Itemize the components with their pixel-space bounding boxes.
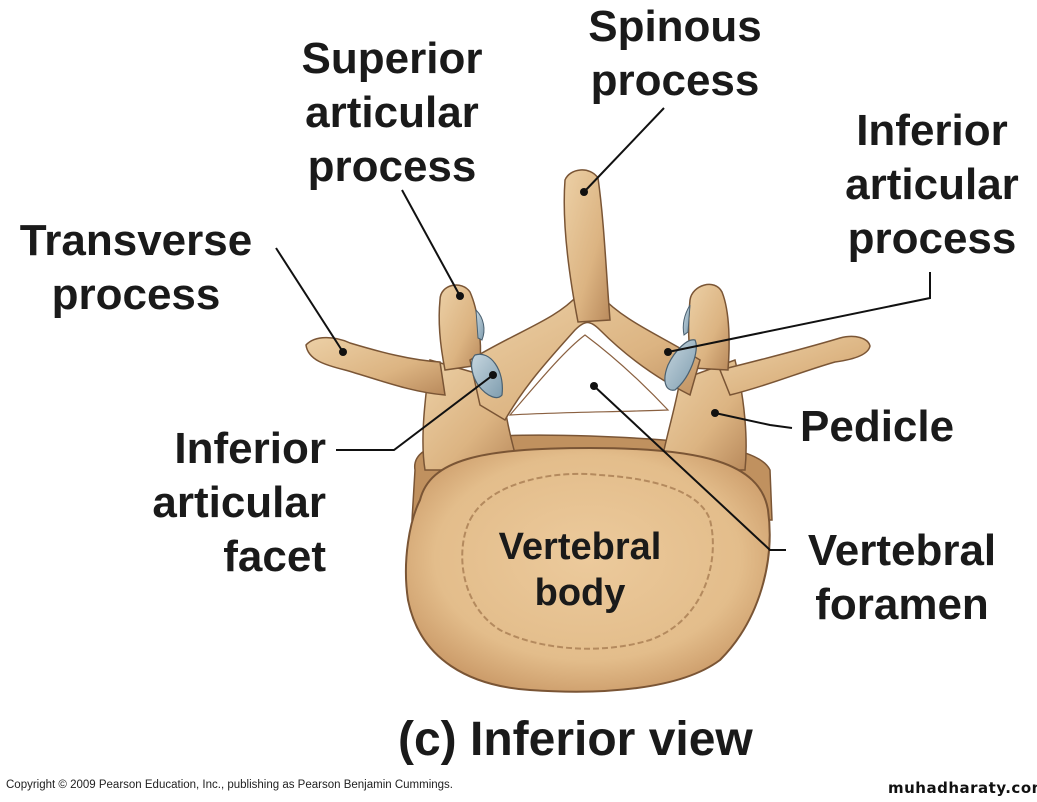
label-line: process (847, 214, 1017, 263)
figure-caption: (c) Inferior view (398, 713, 753, 766)
leader-vertebral-foramen (593, 385, 786, 551)
dot-inferior-articular-process (664, 348, 672, 356)
label-line: articular (305, 88, 479, 137)
right-superior-facet-sliver (682, 304, 691, 336)
leader-superior-articular (401, 189, 461, 297)
label-line: process (51, 270, 221, 319)
label-line: process (307, 142, 477, 191)
dot-transverse (339, 348, 347, 356)
leader-transverse (275, 247, 344, 353)
label-line: Vertebral (498, 526, 662, 568)
leader-lines (275, 107, 931, 551)
leader-pedicle (714, 412, 793, 429)
right-transverse-process-shape (718, 335, 871, 396)
left-transverse-process-shape (305, 336, 446, 396)
label-line: Superior (301, 34, 483, 83)
site-watermark: muhadharaty.com (888, 779, 1037, 797)
dot-vertebral-foramen (590, 382, 598, 390)
label-line: body (534, 572, 626, 614)
label-line: Spinous (588, 2, 762, 51)
label-line: Vertebral (807, 526, 997, 575)
label-line: process (590, 56, 760, 105)
label-line: foramen (815, 580, 989, 629)
copyright-notice: Copyright © 2009 Pearson Education, Inc.… (6, 779, 453, 791)
label-inferior-articular-facet: Inferior articular facet (100, 422, 326, 584)
label-vertebral-body: Vertebral body (480, 524, 680, 616)
dot-pedicle (711, 409, 719, 417)
label-line: Pedicle (800, 402, 955, 451)
vertebral-foramen-opening (508, 334, 670, 416)
label-spinous-process: Spinous process (570, 0, 780, 108)
leader-spinous (583, 107, 665, 193)
label-line: Transverse (19, 216, 253, 265)
leader-dots (339, 188, 719, 417)
dot-inferior-articular-facet (489, 371, 497, 379)
label-transverse-process: Transverse process (0, 214, 272, 322)
label-superior-articular-process: Superior articular process (282, 32, 502, 194)
dot-spinous (580, 188, 588, 196)
right-inferior-articular-facet (664, 339, 697, 391)
label-inferior-articular-process: Inferior articular process (826, 104, 1037, 266)
label-line: Inferior (174, 424, 326, 473)
spinous-process-shape (563, 169, 611, 323)
left-superior-facet-sliver (475, 308, 485, 341)
label-vertebral-foramen: Vertebral foramen (790, 524, 1014, 632)
label-line: articular (152, 478, 326, 527)
label-line: Inferior (856, 106, 1008, 155)
label-pedicle: Pedicle (800, 400, 954, 454)
leader-inferior-articular-facet (336, 374, 494, 451)
vertebral-body-shape (404, 446, 771, 693)
label-line: facet (223, 532, 326, 581)
left-inferior-articular-facet (471, 353, 503, 399)
dot-superior-articular (456, 292, 464, 300)
vertebral-body-endplate (461, 472, 714, 650)
label-line: articular (845, 160, 1019, 209)
leader-inferior-articular-process (667, 272, 931, 353)
